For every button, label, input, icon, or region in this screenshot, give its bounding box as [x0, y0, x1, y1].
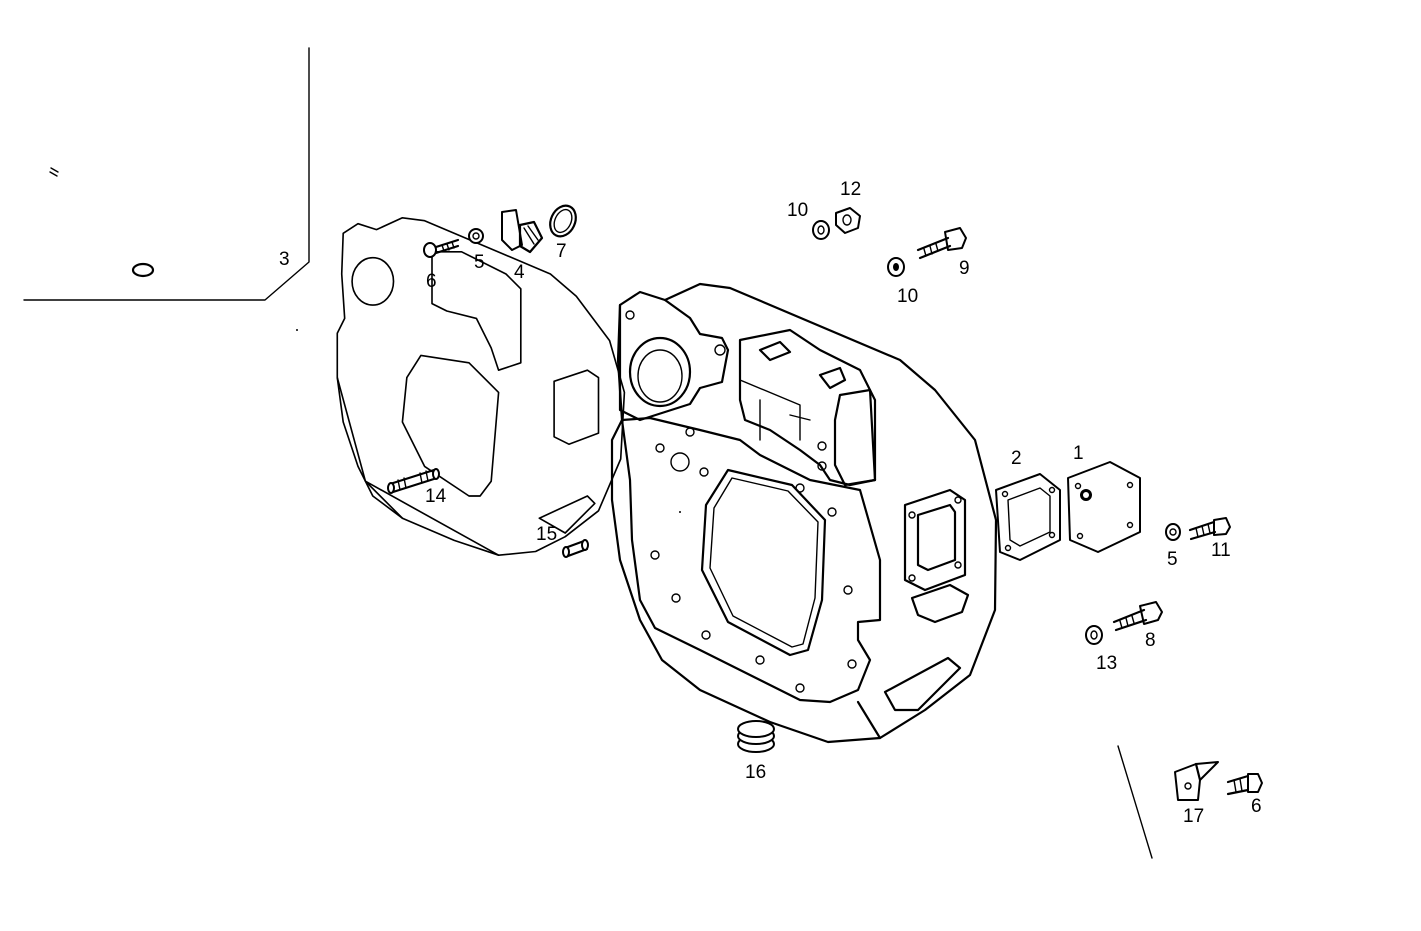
washer-13 [1085, 625, 1103, 645]
washer-10-top [812, 220, 830, 240]
clamp-4 [501, 209, 544, 254]
callout-labels: 1 2 3 4 5 5 6 6 7 8 9 10 10 11 12 13 14 … [279, 179, 1262, 827]
inset-pin [49, 167, 59, 177]
bolt-9 [916, 227, 967, 260]
callout-13: 13 [1096, 653, 1117, 674]
callout-5-right: 5 [1167, 549, 1178, 570]
callout-16: 16 [745, 762, 766, 783]
inset-plug [131, 262, 155, 278]
washer-5-top [468, 228, 484, 244]
callout-11: 11 [1211, 540, 1231, 561]
stud-14 [387, 468, 440, 494]
callout-6-top: 6 [426, 271, 437, 292]
speck [296, 329, 298, 331]
flywheel-housing [610, 282, 998, 744]
speck [679, 511, 681, 513]
callout-14: 14 [425, 486, 447, 507]
callout-8: 8 [1145, 630, 1156, 651]
callout-17: 17 [1183, 806, 1204, 827]
callout-6-lower: 6 [1251, 796, 1262, 817]
callout-9: 9 [959, 258, 970, 279]
callout-12: 12 [840, 179, 861, 200]
callout-3: 3 [279, 249, 290, 270]
cover-plate [1067, 461, 1141, 553]
callout-10-top: 10 [787, 200, 808, 221]
screw-6-top [423, 238, 460, 258]
callout-2: 2 [1011, 448, 1022, 469]
gasket [995, 473, 1061, 561]
plug-16 [737, 720, 775, 753]
callout-10-lower: 10 [897, 286, 918, 307]
housing-bolt-holes [625, 310, 962, 693]
pin-15 [562, 539, 589, 558]
reference-line [1117, 745, 1153, 859]
callout-5-top: 5 [474, 252, 485, 273]
o-ring-7 [549, 204, 577, 238]
screw-6-lower [1226, 773, 1263, 796]
callout-1: 1 [1073, 443, 1084, 464]
bolt-8 [1112, 601, 1163, 632]
inset-housing [336, 216, 626, 557]
nut-12 [835, 207, 861, 234]
inset-frame [23, 47, 310, 301]
inset-assembled-view [23, 47, 626, 557]
callout-7: 7 [556, 241, 567, 262]
bracket-17 [1174, 761, 1219, 801]
washer-5-right [1165, 523, 1181, 541]
callout-15: 15 [536, 524, 557, 545]
callout-4: 4 [514, 262, 525, 283]
screw-11 [1188, 517, 1231, 541]
